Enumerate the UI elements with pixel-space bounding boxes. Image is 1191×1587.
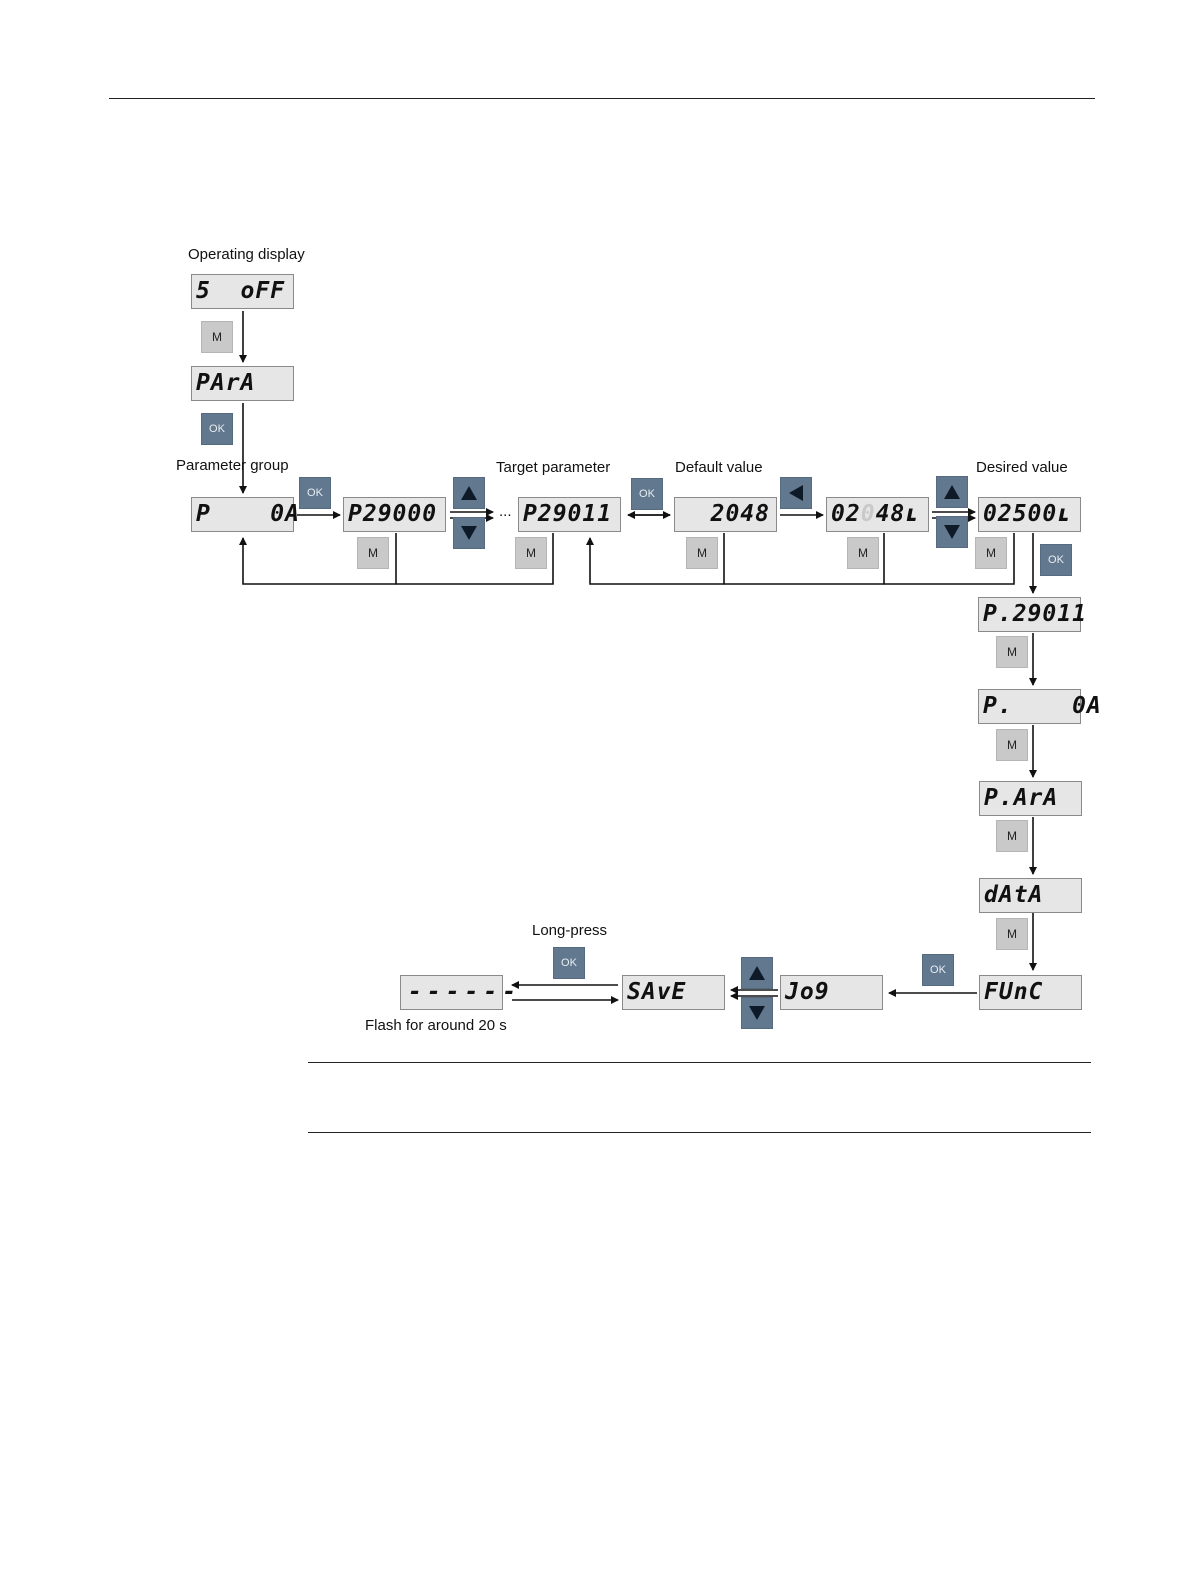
display-dashes: ------ [400,975,503,1010]
down-arrow-icon [461,526,477,540]
display-para-text: PArA [196,370,255,396]
up-button-jog[interactable] [741,957,773,989]
display-func-text: FUnC [984,979,1043,1005]
down-arrow-icon [944,525,960,539]
display-default-value-text: 2048 [711,501,770,527]
up-button-edit[interactable] [936,476,968,508]
ok-button-long-press[interactable]: OK [553,947,585,979]
display-save: SAvE [622,975,725,1010]
label-target-parameter: Target parameter [496,459,610,476]
label-ellipsis: ... [499,503,512,520]
display-data: dAtA [979,878,1082,913]
label-default-value: Default value [675,459,763,476]
m-button-desired[interactable]: M [975,537,1007,569]
m-button-pdotpara[interactable]: M [996,820,1028,852]
display-p29011-text: P29011 [523,501,612,527]
display-p-dot-para-text: P.ArA [984,785,1058,811]
display-s-off-text: 5 oFF [196,278,285,304]
down-arrow-icon [749,1006,765,1020]
edit-digits-pre: 02 [831,501,861,527]
display-p-dot-para: P.ArA [979,781,1082,816]
m-button-pdot29011[interactable]: M [996,636,1028,668]
label-operating-display: Operating display [188,246,305,263]
display-editing-value-text: 02048ʟ [831,501,920,527]
down-button-jog[interactable] [741,997,773,1029]
ok-button-func[interactable]: OK [922,954,954,986]
display-func: FUnC [979,975,1082,1010]
display-jog: Jo9 [780,975,883,1010]
label-long-press: Long-press [532,922,607,939]
edit-digit-flashing: 0 [861,501,876,527]
display-p-dot-0a: P. 0A [978,689,1081,724]
display-p29000-text: P29000 [348,501,437,527]
m-button-p29000[interactable]: M [357,537,389,569]
ok-button-para[interactable]: OK [201,413,233,445]
display-parameter-group: P 0A [191,497,294,532]
display-editing-value: 02048ʟ [826,497,929,532]
m-button-data[interactable]: M [996,918,1028,950]
ok-button-desired[interactable]: OK [1040,544,1072,576]
label-flash: Flash for around 20 s [365,1017,507,1034]
display-p-dot-29011-text: P.29011 [983,601,1087,627]
edit-digits-post: 48ʟ [876,501,921,527]
m-button-pdot0a[interactable]: M [996,729,1028,761]
left-button-default[interactable] [780,477,812,509]
display-para: PArA [191,366,294,401]
display-dashes-text: ------ [408,979,521,1005]
m-button-edit[interactable]: M [847,537,879,569]
up-arrow-icon [749,966,765,980]
display-p-dot-29011: P.29011 [978,597,1081,632]
down-button-edit[interactable] [936,516,968,548]
display-s-off: 5 oFF [191,274,294,309]
label-desired-value: Desired value [976,459,1068,476]
display-parameter-group-text: P 0A [196,501,300,527]
display-desired-value-text: 02500ʟ [983,501,1072,527]
ok-button-p29011[interactable]: OK [631,478,663,510]
m-button-p29011[interactable]: M [515,537,547,569]
display-p-dot-0a-text: P. 0A [983,693,1102,719]
left-arrow-icon [789,485,803,501]
up-button-p29000[interactable] [453,477,485,509]
down-button-p29000[interactable] [453,517,485,549]
up-arrow-icon [944,485,960,499]
display-default-value: 2048 [674,497,777,532]
display-p29000: P29000 [343,497,446,532]
display-p29011: P29011 [518,497,621,532]
display-data-text: dAtA [984,882,1043,908]
m-button-operating[interactable]: M [201,321,233,353]
display-jog-text: Jo9 [785,979,830,1005]
display-save-text: SAvE [627,979,686,1005]
m-button-default[interactable]: M [686,537,718,569]
ok-button-group[interactable]: OK [299,477,331,509]
up-arrow-icon [461,486,477,500]
label-parameter-group: Parameter group [176,457,289,474]
display-desired-value: 02500ʟ [978,497,1081,532]
